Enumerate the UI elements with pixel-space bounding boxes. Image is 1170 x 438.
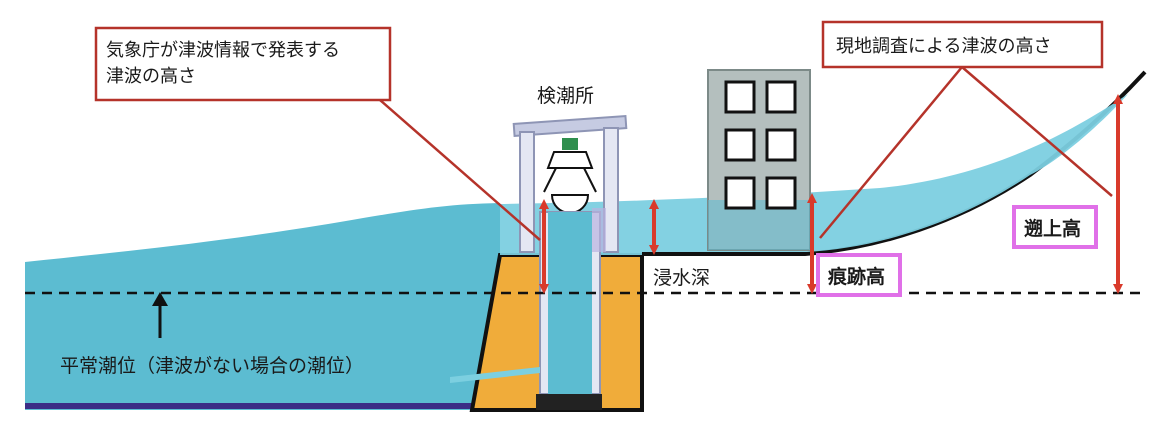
runup-height-label: 遡上高 [1024,217,1081,240]
trace-height-label-box [816,253,902,297]
jma-height-callout-box [94,26,392,102]
tide-station-label: 検潮所 [537,85,594,107]
jma-height-label-line-1: 気象庁が津波情報で発表する [106,40,340,61]
jma-height-label: 気象庁が津波情報で発表する 津波の高さ [106,38,340,90]
sea-water [25,203,500,410]
building [707,69,811,251]
trace-height-label: 痕跡高 [827,265,885,288]
normal-tide-label: 平常潮位（津波がない場合の潮位） [60,355,364,377]
normal-tide-pointer [450,367,540,383]
tide-station [512,115,628,410]
jma-callout-pointer [379,99,541,241]
survey-pointer-left [819,66,963,239]
inundation-depth-label: 浸水深 [653,267,710,289]
runup-height-label-box [1012,205,1098,249]
seabed [25,403,475,409]
jma-height-label-line-2: 津波の高さ [106,66,196,87]
survey-pointer-right [961,66,1113,197]
survey-height-callout-box [821,20,1104,69]
survey-height-label: 現地調査による津波の高さ [836,36,1051,57]
